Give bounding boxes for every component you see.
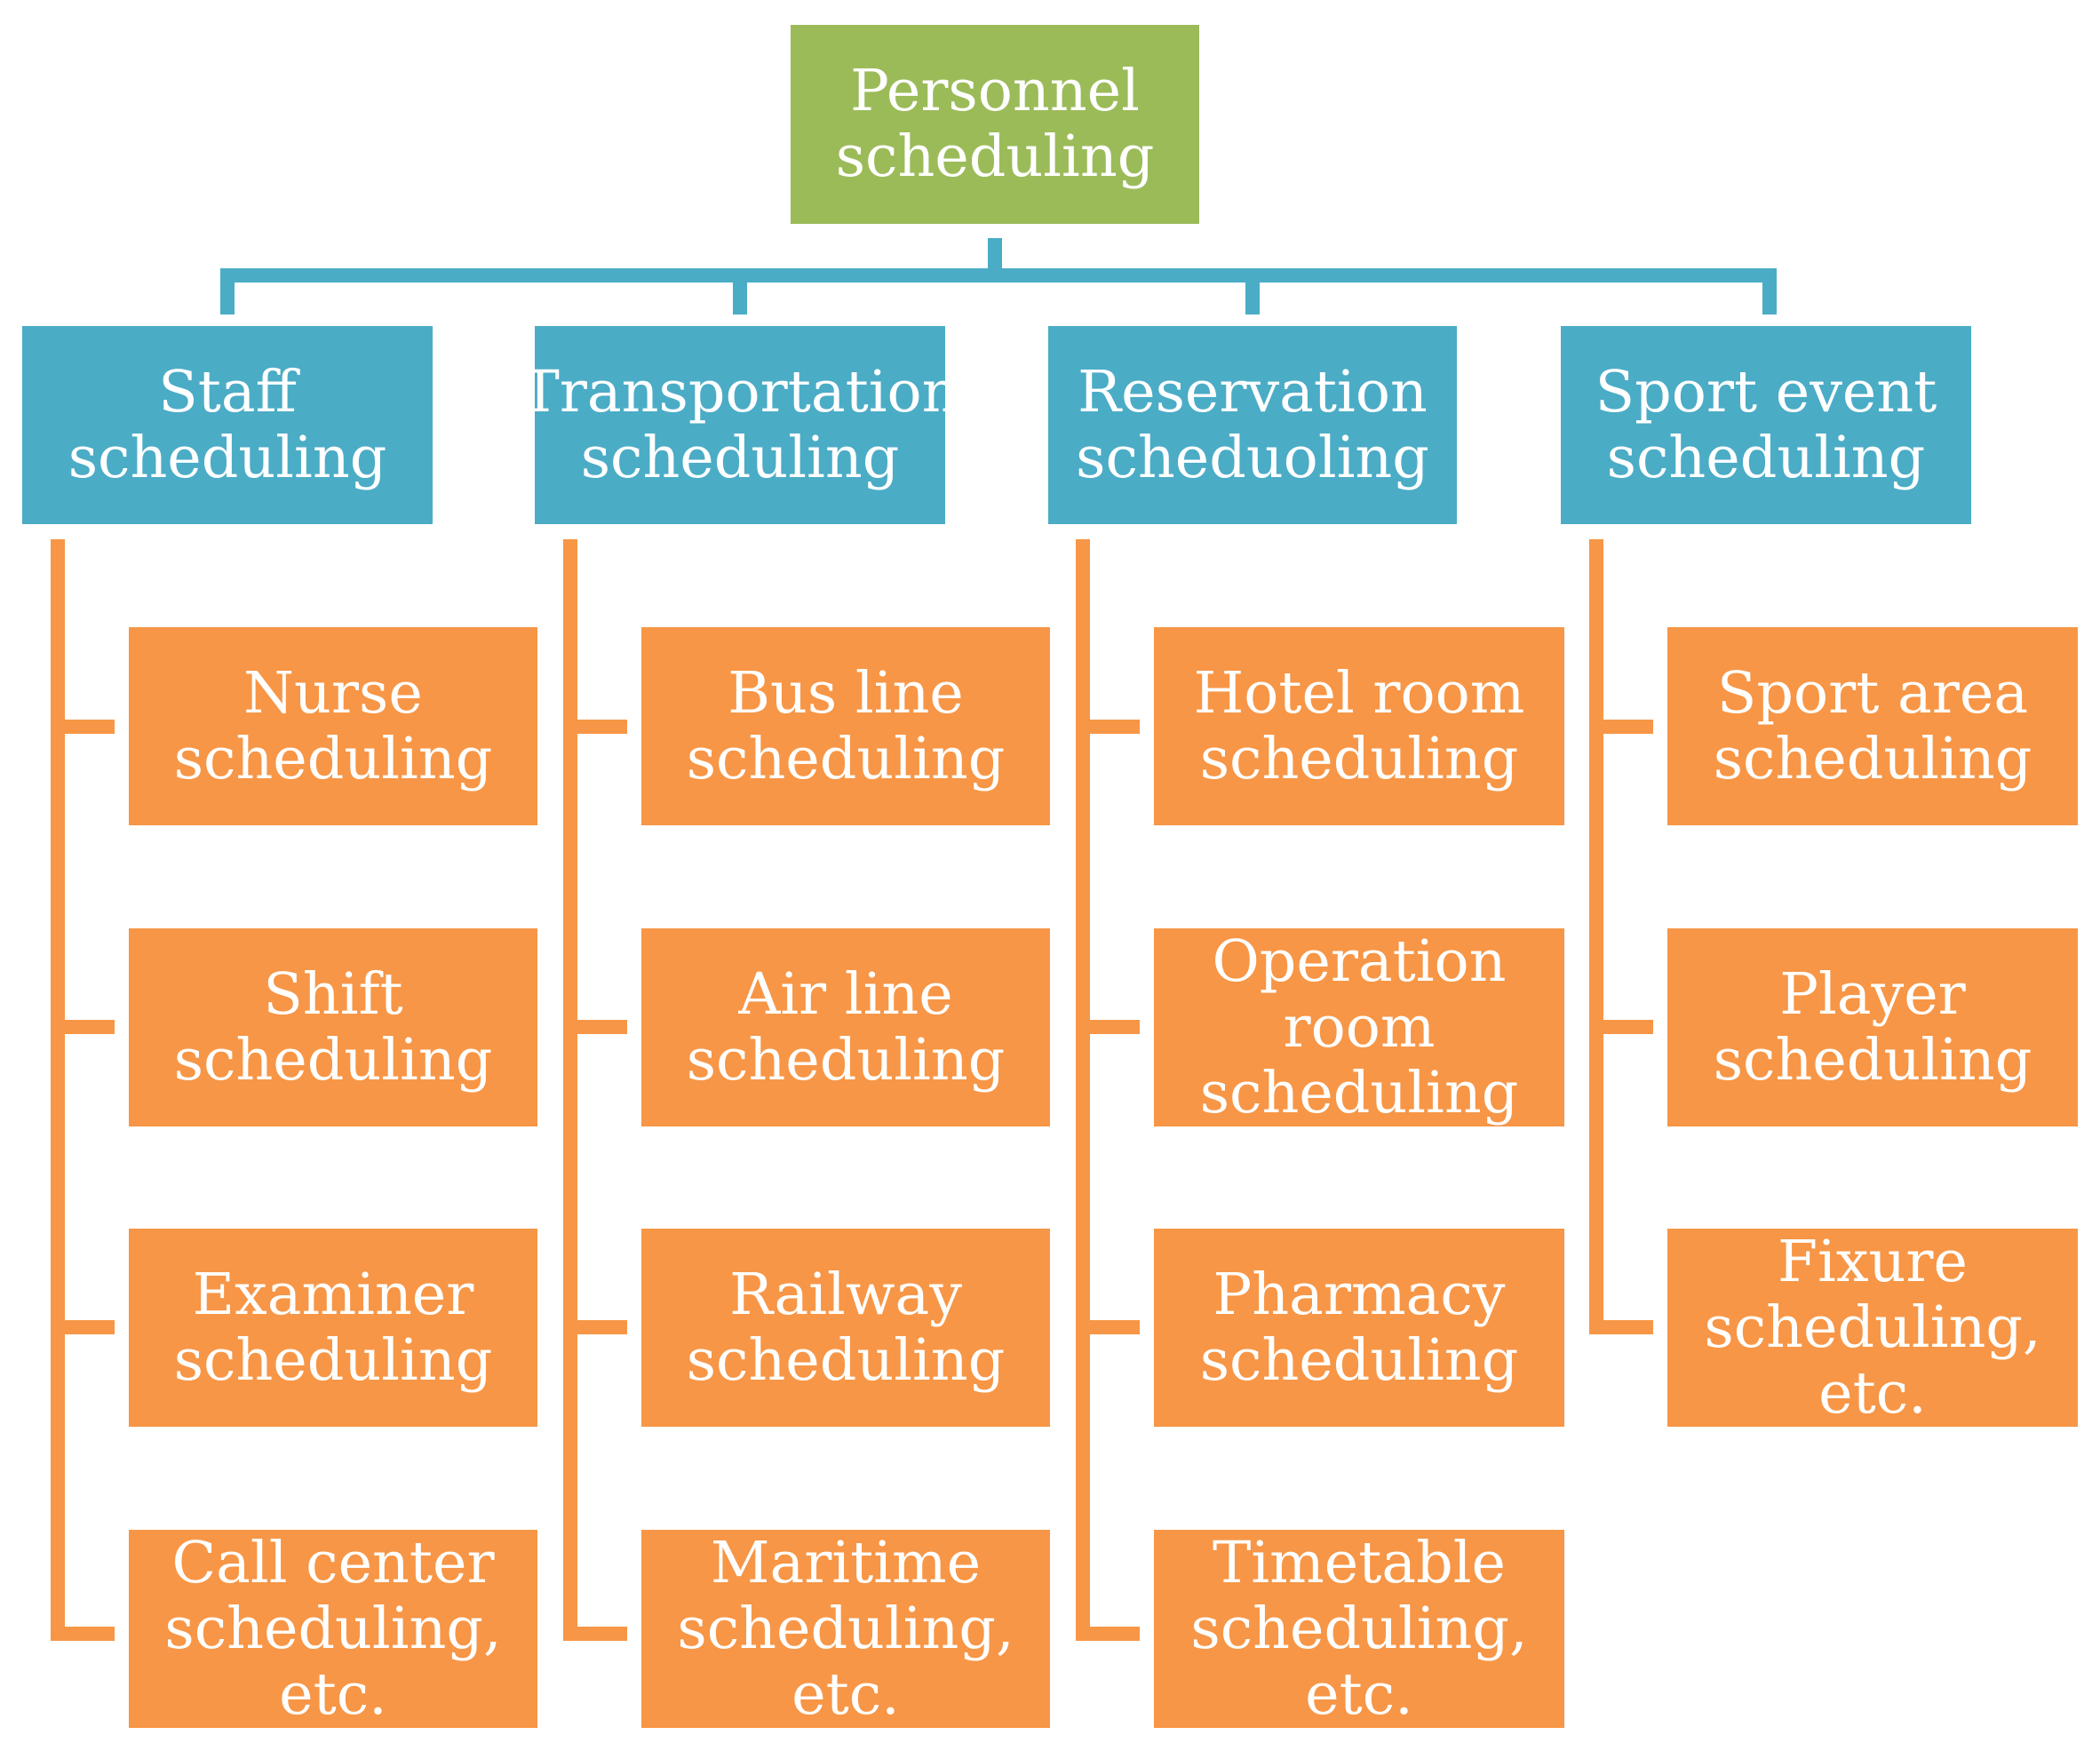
transportation-branch-1 <box>563 720 627 734</box>
category-staff: Staff scheduling <box>22 326 433 524</box>
leaf-label: Call center scheduling, etc. <box>164 1529 502 1728</box>
sport-event-branch-1 <box>1589 720 1653 734</box>
leaf-sport-area: Sport area scheduling <box>1667 627 2078 825</box>
leaf-label: Maritime scheduling, etc. <box>677 1529 1014 1728</box>
staff-branch-3 <box>51 1320 115 1334</box>
leaf-shift: Shift scheduling <box>129 928 537 1126</box>
leaf-label: Player scheduling <box>1713 960 2032 1094</box>
category-label: Transportation scheduling <box>521 358 959 491</box>
staff-branch-2 <box>51 1020 115 1034</box>
leaf-label: Fixure scheduling, etc. <box>1704 1228 2041 1427</box>
category-connector-2 <box>733 268 747 314</box>
leaf-label: Nurse scheduling <box>173 659 493 792</box>
transportation-branch-4 <box>563 1627 627 1641</box>
leaf-call-center: Call center scheduling, etc. <box>129 1530 537 1728</box>
leaf-label: Shift scheduling <box>173 960 493 1094</box>
category-label: Reservation scheduoling <box>1076 358 1429 491</box>
leaf-label: Operation room scheduling <box>1199 927 1519 1126</box>
leaf-railway: Railway scheduling <box>641 1229 1050 1427</box>
category-connector-3 <box>1245 268 1260 314</box>
root-node: Personnel scheduling <box>791 25 1199 224</box>
category-label: Staff scheduling <box>68 358 387 491</box>
reservation-branch-3 <box>1076 1320 1140 1334</box>
leaf-nurse: Nurse scheduling <box>129 627 537 825</box>
sport-event-branch-3 <box>1589 1320 1653 1334</box>
leaf-hotel-room: Hotel room scheduling <box>1154 627 1564 825</box>
category-connector-1 <box>220 268 235 314</box>
leaf-label: Bus line scheduling <box>686 659 1006 792</box>
category-transportation: Transportation scheduling <box>521 326 959 524</box>
leaf-label: Examiner scheduling <box>173 1261 493 1394</box>
leaf-maritime: Maritime scheduling, etc. <box>641 1530 1050 1728</box>
leaf-fixure: Fixure scheduling, etc. <box>1667 1229 2078 1427</box>
transportation-branch-3 <box>563 1320 627 1334</box>
leaf-player: Player scheduling <box>1667 928 2078 1126</box>
leaf-pharmacy: Pharmacy scheduling <box>1154 1229 1564 1427</box>
staff-trunk <box>51 539 65 1641</box>
transportation-branch-2 <box>563 1020 627 1034</box>
leaf-timetable: Timetable scheduling, etc. <box>1154 1530 1564 1728</box>
leaf-operation-room: Operation room scheduling <box>1154 928 1564 1126</box>
reservation-branch-4 <box>1076 1627 1140 1641</box>
leaf-bus-line: Bus line scheduling <box>641 627 1050 825</box>
staff-branch-4 <box>51 1627 115 1641</box>
reservation-branch-1 <box>1076 720 1140 734</box>
transportation-trunk <box>563 539 577 1641</box>
leaf-label: Hotel room scheduling <box>1193 659 1525 792</box>
leaf-air-line: Air line scheduling <box>641 928 1050 1126</box>
leaf-label: Air line scheduling <box>686 960 1006 1094</box>
reservation-branch-2 <box>1076 1020 1140 1034</box>
leaf-examiner: Examiner scheduling <box>129 1229 537 1427</box>
leaf-label: Timetable scheduling, etc. <box>1190 1529 1528 1728</box>
category-sport-event: Sport event scheduling <box>1561 326 1971 524</box>
category-reservation: Reservation scheduoling <box>1048 326 1457 524</box>
leaf-label: Sport area scheduling <box>1713 659 2032 792</box>
leaf-label: Railway scheduling <box>686 1261 1006 1394</box>
horizontal-connector <box>220 268 1777 283</box>
category-connector-4 <box>1762 268 1777 314</box>
category-label: Sport event scheduling <box>1595 358 1937 491</box>
sport-event-branch-2 <box>1589 1020 1653 1034</box>
leaf-label: Pharmacy scheduling <box>1199 1261 1519 1394</box>
staff-branch-1 <box>51 720 115 734</box>
root-label: Personnel scheduling <box>835 58 1155 190</box>
sport-event-trunk <box>1589 539 1603 1334</box>
reservation-trunk <box>1076 539 1090 1641</box>
